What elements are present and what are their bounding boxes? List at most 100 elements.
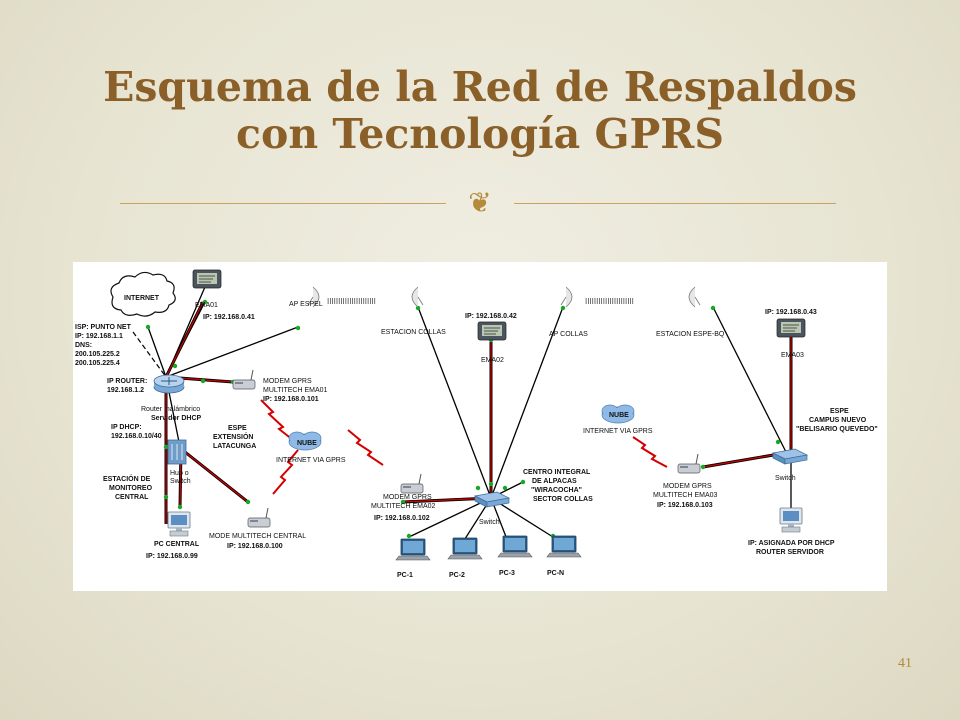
- ema02-ip-label: IP: 192.168.0.42: [465, 313, 517, 320]
- modem-ema02-icon: [400, 473, 424, 494]
- espe-lat-ext-label: EXTENSIÓN: [213, 432, 253, 441]
- pc-3-laptop-icon: [497, 535, 533, 558]
- title-line-1: Esquema de la Red de Respaldos: [103, 63, 857, 111]
- modem3-ip-label: IP: 192.168.0.103: [657, 502, 713, 509]
- router-servidor-label: ROUTER SERVIDOR: [756, 549, 824, 556]
- mode-central-ip-label: IP: 192.168.0.100: [227, 543, 283, 550]
- modem2-model-label: MULTITECH EMA02: [371, 503, 436, 510]
- page-number: 41: [898, 656, 912, 671]
- isp-ip-label: IP: 192.168.1.1: [75, 333, 123, 340]
- espe-lat-label: ESPE: [228, 425, 247, 432]
- router-name-label: Router Inalámbrico: [141, 406, 200, 413]
- centro-label: CENTRO INTEGRAL: [523, 469, 591, 476]
- center-switch-label: Switch: [479, 519, 500, 526]
- estacion-collas-label: ESTACION COLLAS: [381, 329, 446, 336]
- ema01-station-icon: [192, 269, 222, 289]
- internet-label: INTERNET: [124, 295, 160, 302]
- ema03-name-label: EMA03: [781, 352, 804, 359]
- right-switch-label: Switch: [775, 475, 796, 482]
- internet-gprs2-label: INTERNET VIA GPRS: [583, 428, 653, 435]
- isp-link-dashed: [132, 331, 167, 378]
- router-ip-value: 192.168.1.2: [107, 387, 144, 394]
- title-divider-left: [120, 203, 446, 204]
- red-cables: [164, 301, 793, 524]
- dhcp-ip-value: 192.168.0.10/40: [111, 433, 162, 440]
- ema01-ip-label: IP: 192.168.0.41: [203, 314, 255, 321]
- internet-cloud-icon: [110, 271, 176, 317]
- hub-switch-icon: [167, 439, 187, 465]
- internet-gprs1-label: INTERNET VIA GPRS: [276, 457, 346, 464]
- router-dhcp-label: Servidor DHCP: [151, 415, 202, 422]
- wifi-dotted-links: IIIIIIIIIIIIIIIIIIIIII IIIIIIIIIIIIIIIII…: [327, 297, 634, 306]
- svg-text:IIIIIIIIIIIIIIIIIIIIII: IIIIIIIIIIIIIIIIIIIIII: [585, 297, 634, 306]
- router-ip-label: IP ROUTER:: [107, 378, 147, 385]
- ip-asignada-label: IP: ASIGNADA POR DHCP: [748, 540, 835, 547]
- modem-ema01-icon: [232, 369, 256, 390]
- modem-central-icon: [247, 507, 271, 528]
- title-divider-right: [514, 203, 836, 204]
- network-diagram-svg: IIIIIIIIIIIIIIIIIIIIII IIIIIIIIIIIIIIIII…: [75, 269, 878, 579]
- pc-n-label: PC-N: [547, 570, 564, 577]
- ap-espel-label: AP ESPEL: [289, 301, 323, 308]
- modem2-ip-label: IP: 192.168.0.102: [374, 515, 430, 522]
- espe-cn-campus-label: CAMPUS NUEVO: [809, 417, 867, 424]
- modem3-model-label: MULTITECH EMA03: [653, 492, 718, 499]
- nube1-label: NUBE: [297, 440, 317, 447]
- estacion-monitoreo-label-3: CENTRAL: [115, 494, 149, 501]
- svg-text:IIIIIIIIIIIIIIIIIIIIII: IIIIIIIIIIIIIIIIIIIIII: [327, 297, 376, 306]
- modem3-label: MODEM GPRS: [663, 483, 712, 490]
- estacion-espe-bq-label: ESTACION ESPE-BQ: [656, 331, 725, 338]
- diagram-labels: ISP: PUNTO NET IP: 192.168.1.1 DNS: 200.…: [75, 301, 878, 579]
- dhcp-ip-label: IP DHCP:: [111, 424, 142, 431]
- estacion-espe-bq-antenna-icon: [688, 286, 701, 308]
- isp-label: ISP: PUNTO NET: [75, 324, 132, 331]
- modem1-model-label: MULTITECH EMA01: [263, 387, 328, 394]
- pc-2-label: PC-2: [449, 572, 465, 579]
- espe-lat-city-label: LATACUNGA: [213, 443, 256, 450]
- hub-label: Hub o: [170, 470, 189, 477]
- modem2-label: MODEM GPRS: [383, 494, 432, 501]
- ap-collas-antenna-icon: [560, 286, 573, 308]
- pc-central-label: PC CENTRAL: [154, 541, 200, 548]
- pc-n-laptop-icon: [546, 535, 582, 558]
- pc-2-laptop-icon: [447, 537, 483, 560]
- dns2-label: 200.105.225.4: [75, 360, 120, 367]
- pc-3-label: PC-3: [499, 570, 515, 577]
- pc-dhcp-icon: [779, 507, 803, 533]
- modem1-ip-label: IP: 192.168.0.101: [263, 396, 319, 403]
- ema01-name-label: EMA01: [195, 302, 218, 309]
- centro-label-2: DE ALPACAS: [532, 478, 577, 485]
- centro-label-3: "WIRACOCHA": [531, 487, 582, 494]
- dns1-label: 200.105.225.2: [75, 351, 120, 358]
- mode-central-label: MODE MULTITECH CENTRAL: [209, 533, 306, 540]
- modem-ema03-icon: [677, 453, 701, 474]
- title-line-2: con Tecnología GPRS: [236, 110, 724, 159]
- slide-title: Esquema de la Red de Respaldos con Tecno…: [60, 63, 900, 159]
- network-diagram: IIIIIIIIIIIIIIIIIIIIII IIIIIIIIIIIIIIIII…: [73, 262, 887, 591]
- pc-central-icon: [167, 511, 191, 537]
- modem1-label: MODEM GPRS: [263, 378, 312, 385]
- nube2-label: NUBE: [609, 412, 629, 419]
- center-switch-icon: [474, 491, 510, 508]
- right-switch-icon: [772, 448, 808, 465]
- ema02-name-label: EMA02: [481, 357, 504, 364]
- ema03-station-icon: [776, 318, 806, 338]
- espe-cn-name-label: "BELISARIO QUEVEDO": [796, 426, 878, 433]
- pc-1-label: PC-1: [397, 572, 413, 579]
- hub-switch-label: Switch: [170, 478, 191, 485]
- pc-central-ip-label: IP: 192.168.0.99: [146, 553, 198, 560]
- ap-collas-label: AP COLLAS: [549, 331, 588, 338]
- estacion-monitoreo-label-2: MONITOREO: [109, 485, 153, 492]
- estacion-collas-antenna-icon: [411, 286, 424, 308]
- router-icon: [153, 374, 185, 394]
- ema02-station-icon: [477, 321, 507, 341]
- espe-cn-label: ESPE: [830, 408, 849, 415]
- estacion-monitoreo-label: ESTACIÓN DE: [103, 474, 151, 483]
- pc-1-laptop-icon: [395, 538, 431, 561]
- ema03-ip-label: IP: 192.168.0.43: [765, 309, 817, 316]
- centro-label-4: SECTOR COLLAS: [533, 496, 593, 503]
- gprs-wireless-links: [260, 399, 668, 495]
- decorative-flourish-icon: ❦: [468, 186, 492, 219]
- dns-label: DNS:: [75, 342, 92, 349]
